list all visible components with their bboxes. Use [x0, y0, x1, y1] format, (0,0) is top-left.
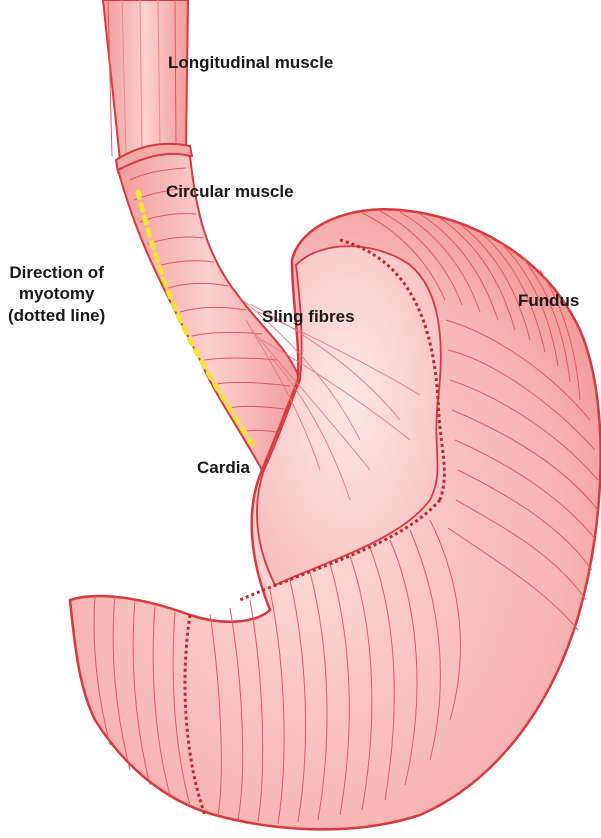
label-direction-line-3: (dotted line) [8, 305, 105, 326]
label-direction-line-1: Direction of [8, 262, 105, 283]
label-direction-line-2: myotomy [8, 283, 105, 304]
label-circular-muscle: Circular muscle [166, 181, 294, 202]
label-sling-fibres: Sling fibres [262, 306, 355, 327]
esophagus-upper [103, 0, 192, 172]
label-direction-of-myotomy: Direction of myotomy (dotted line) [8, 262, 105, 326]
label-cardia: Cardia [197, 457, 250, 478]
label-fundus: Fundus [518, 290, 579, 311]
label-longitudinal-muscle: Longitudinal muscle [168, 52, 333, 73]
